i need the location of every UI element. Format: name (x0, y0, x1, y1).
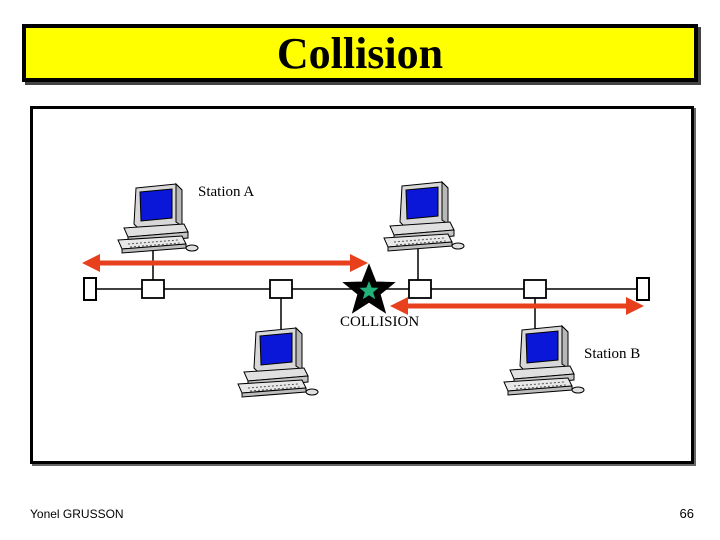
computer-icon (503, 325, 585, 396)
computer-icon (117, 183, 199, 254)
terminator-icon (636, 277, 650, 301)
terminator-icon (83, 277, 97, 301)
station-a-label: Station A (198, 184, 255, 200)
signal-arrow-left (82, 254, 368, 272)
footer-author: Yonel GRUSSON (30, 507, 124, 521)
page-number: 66 (679, 506, 694, 521)
title-banner: Collision (22, 24, 698, 82)
station-b-label: Station B (584, 346, 641, 362)
star-icon (342, 263, 396, 314)
computer-icon (237, 327, 319, 398)
computer-icon (383, 181, 465, 252)
diagram-frame (30, 106, 694, 464)
page-title: Collision (276, 29, 444, 78)
collision-label: COLLISION (340, 314, 420, 330)
transceiver-icon (523, 279, 547, 299)
transceiver-icon (141, 279, 165, 299)
signal-arrow-right (390, 297, 644, 315)
transceiver-icon (408, 279, 432, 299)
transceiver-icon (269, 279, 293, 299)
